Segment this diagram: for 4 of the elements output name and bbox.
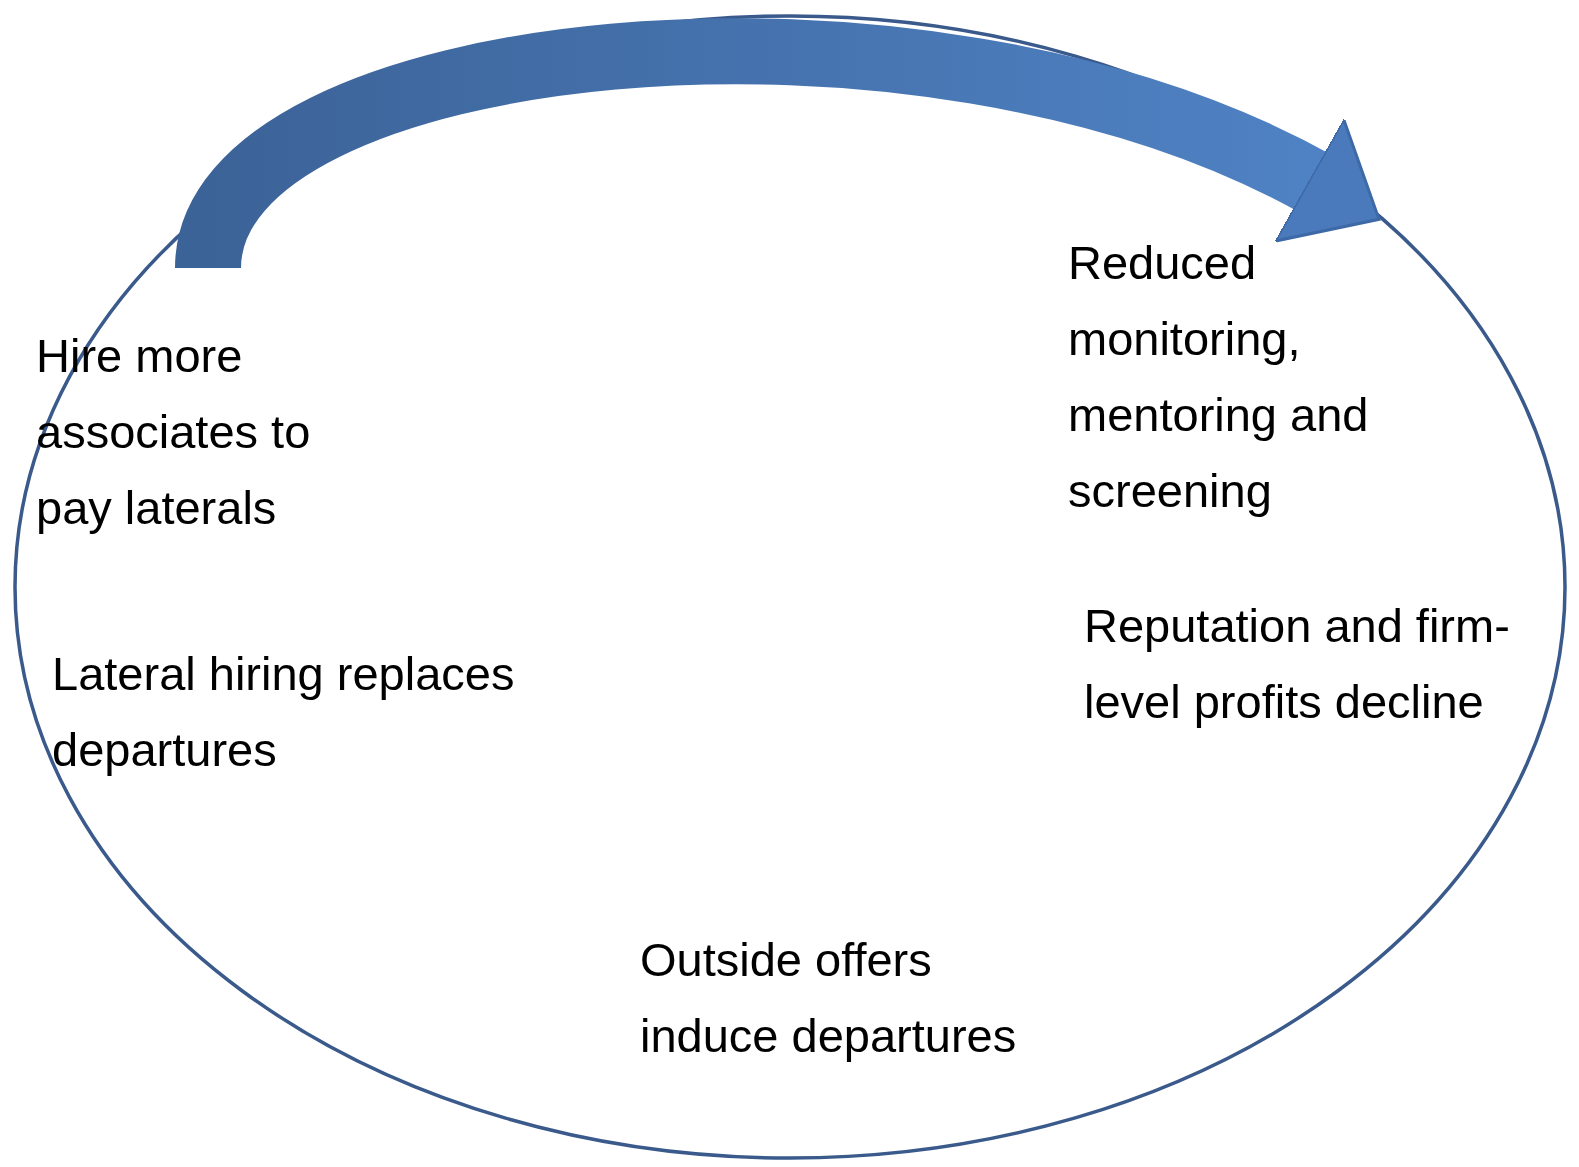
step-text: Outside offers induce departures [640, 922, 1040, 1074]
step-text: Lateral hiring replaces departures [52, 636, 552, 788]
step-text: Reputation and firm-level profits decline [1084, 588, 1544, 740]
step-text: Reduced monitoring, mentoring and screening [1068, 225, 1458, 529]
